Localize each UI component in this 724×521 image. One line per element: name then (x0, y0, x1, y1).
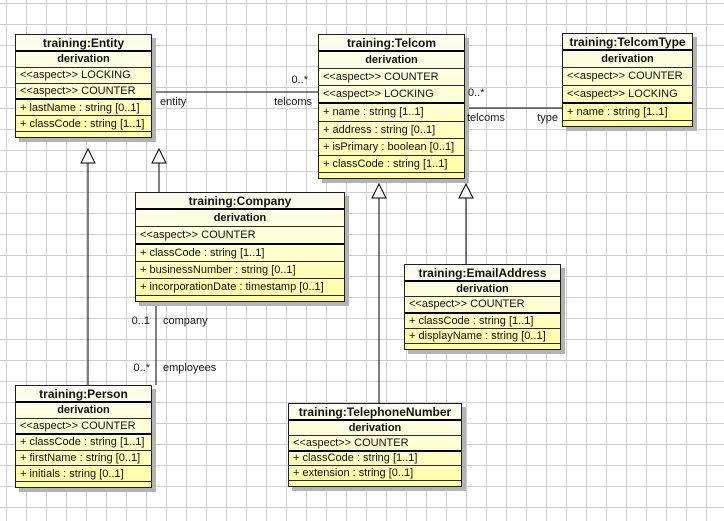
attribute-row[interactable]: + classCode : string [1..1] (16, 435, 151, 451)
attribute-row[interactable]: + classCode : string [1..1] (136, 245, 344, 262)
attribute-row[interactable]: + classCode : string [1..1] (405, 314, 560, 329)
class-title[interactable]: training:Telcom (319, 35, 464, 52)
class-body-filler (289, 481, 461, 486)
class-training-telcomtype[interactable]: training:TelcomType derivation <<aspect>… (562, 33, 693, 127)
derivation-label[interactable]: derivation (16, 52, 151, 68)
aspect-row[interactable]: <<aspect>> COUNTER (563, 68, 692, 86)
aspect-row[interactable]: <<aspect>> LOCKING (563, 86, 692, 104)
derivation-label[interactable]: derivation (563, 51, 692, 69)
role-label-company[interactable]: company (163, 315, 208, 327)
class-body-filler (16, 482, 151, 487)
class-body-filler (136, 296, 344, 301)
attribute-row[interactable]: + displayName : string [0..1] (405, 329, 560, 344)
class-training-emailaddress[interactable]: training:EmailAddress derivation <<aspec… (404, 264, 561, 350)
class-body-filler (319, 173, 464, 178)
aspect-row[interactable]: <<aspect>> LOCKING (16, 68, 151, 84)
class-title[interactable]: training:TelcomType (563, 34, 692, 51)
role-label-telcoms[interactable]: telcoms (467, 112, 505, 124)
class-body-filler (563, 121, 692, 126)
attribute-row[interactable]: + classCode : string [1..1] (16, 116, 151, 132)
generalization-company-entity-arrowhead (151, 147, 167, 164)
derivation-label[interactable]: derivation (319, 52, 464, 70)
role-label-entity[interactable]: entity (160, 96, 187, 108)
multiplicity-label[interactable]: 0..1 (131, 315, 150, 327)
class-title[interactable]: training:Entity (16, 35, 151, 52)
class-body-filler (405, 344, 560, 349)
role-label-type[interactable]: type (537, 112, 558, 124)
generalization-person-entity-arrowhead (80, 147, 96, 164)
aspect-row[interactable]: <<aspect>> COUNTER (319, 69, 464, 87)
class-title[interactable]: training:Person (16, 386, 151, 403)
derivation-label[interactable]: derivation (16, 403, 151, 419)
attribute-row[interactable]: + initials : string [0..1] (16, 466, 151, 482)
multiplicity-label[interactable]: 0..* (291, 74, 308, 86)
multiplicity-label[interactable]: 0..* (133, 362, 150, 374)
attribute-row[interactable]: + name : string [1..1] (319, 104, 464, 122)
class-title[interactable]: training:EmailAddress (405, 265, 560, 282)
role-label-employees[interactable]: employees (163, 362, 217, 374)
generalization-emailaddress-telcom-arrowhead (458, 182, 474, 199)
attribute-row[interactable]: + businessNumber : string [0..1] (136, 262, 344, 279)
aspect-row[interactable]: <<aspect>> COUNTER (289, 436, 461, 452)
class-body-filler (16, 132, 151, 137)
class-training-company[interactable]: training:Company derivation <<aspect>> C… (135, 192, 345, 302)
attribute-row[interactable]: + isPrimary : boolean [0..1] (319, 139, 464, 156)
attribute-row[interactable]: + lastName : string [0..1] (16, 100, 151, 117)
aspect-row[interactable]: <<aspect>> COUNTER (16, 84, 151, 101)
derivation-label[interactable]: derivation (405, 282, 560, 298)
class-title[interactable]: training:TelephoneNumber (289, 404, 461, 421)
derivation-label[interactable]: derivation (289, 421, 461, 436)
role-label-telcoms[interactable]: telcoms (274, 96, 312, 108)
aspect-row[interactable]: <<aspect>> LOCKING (319, 86, 464, 105)
attribute-row[interactable]: + classCode : string [1..1] (289, 452, 461, 467)
aspect-row[interactable]: <<aspect>> COUNTER (16, 419, 151, 436)
attribute-row[interactable]: + extension : string [0..1] (289, 466, 461, 481)
attribute-row[interactable]: + firstName : string [0..1] (16, 451, 151, 467)
attribute-row[interactable]: + classCode : string [1..1] (319, 156, 464, 173)
class-training-entity[interactable]: training:Entity derivation <<aspect>> LO… (15, 34, 152, 138)
class-training-person[interactable]: training:Person derivation <<aspect>> CO… (15, 385, 152, 488)
class-title[interactable]: training:Company (136, 193, 344, 210)
aspect-row[interactable]: <<aspect>> COUNTER (136, 227, 344, 245)
attribute-row[interactable]: + incorporationDate : timestamp [0..1] (136, 279, 344, 296)
aspect-row[interactable]: <<aspect>> COUNTER (405, 297, 560, 314)
derivation-label[interactable]: derivation (136, 210, 344, 227)
multiplicity-label[interactable]: 0..* (468, 87, 485, 99)
class-training-telephonenumber[interactable]: training:TelephoneNumber derivation <<as… (288, 403, 462, 487)
attribute-row[interactable]: + name : string [1..1] (563, 104, 692, 121)
generalization-telephonenumber-telcom-arrowhead (371, 182, 387, 199)
class-training-telcom[interactable]: training:Telcom derivation <<aspect>> CO… (318, 34, 465, 179)
attribute-row[interactable]: + address : string [0..1] (319, 122, 464, 139)
